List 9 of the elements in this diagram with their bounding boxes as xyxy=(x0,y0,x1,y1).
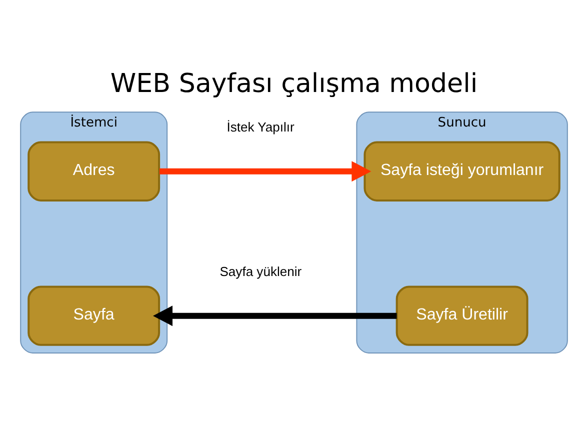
diagram-title: WEB Sayfası çalışma modeli xyxy=(110,68,478,99)
node-box: Sayfa isteği yorumlanır xyxy=(364,141,560,202)
node-box: Sayfa xyxy=(28,286,160,346)
arrow xyxy=(152,306,397,326)
edge-label: İstek Yapılır xyxy=(226,120,294,135)
node-box: Adres xyxy=(28,141,160,202)
edge-label: Sayfa yüklenir xyxy=(220,264,302,280)
node-box: Sayfa Üretilir xyxy=(396,286,528,346)
arrow xyxy=(159,161,372,182)
